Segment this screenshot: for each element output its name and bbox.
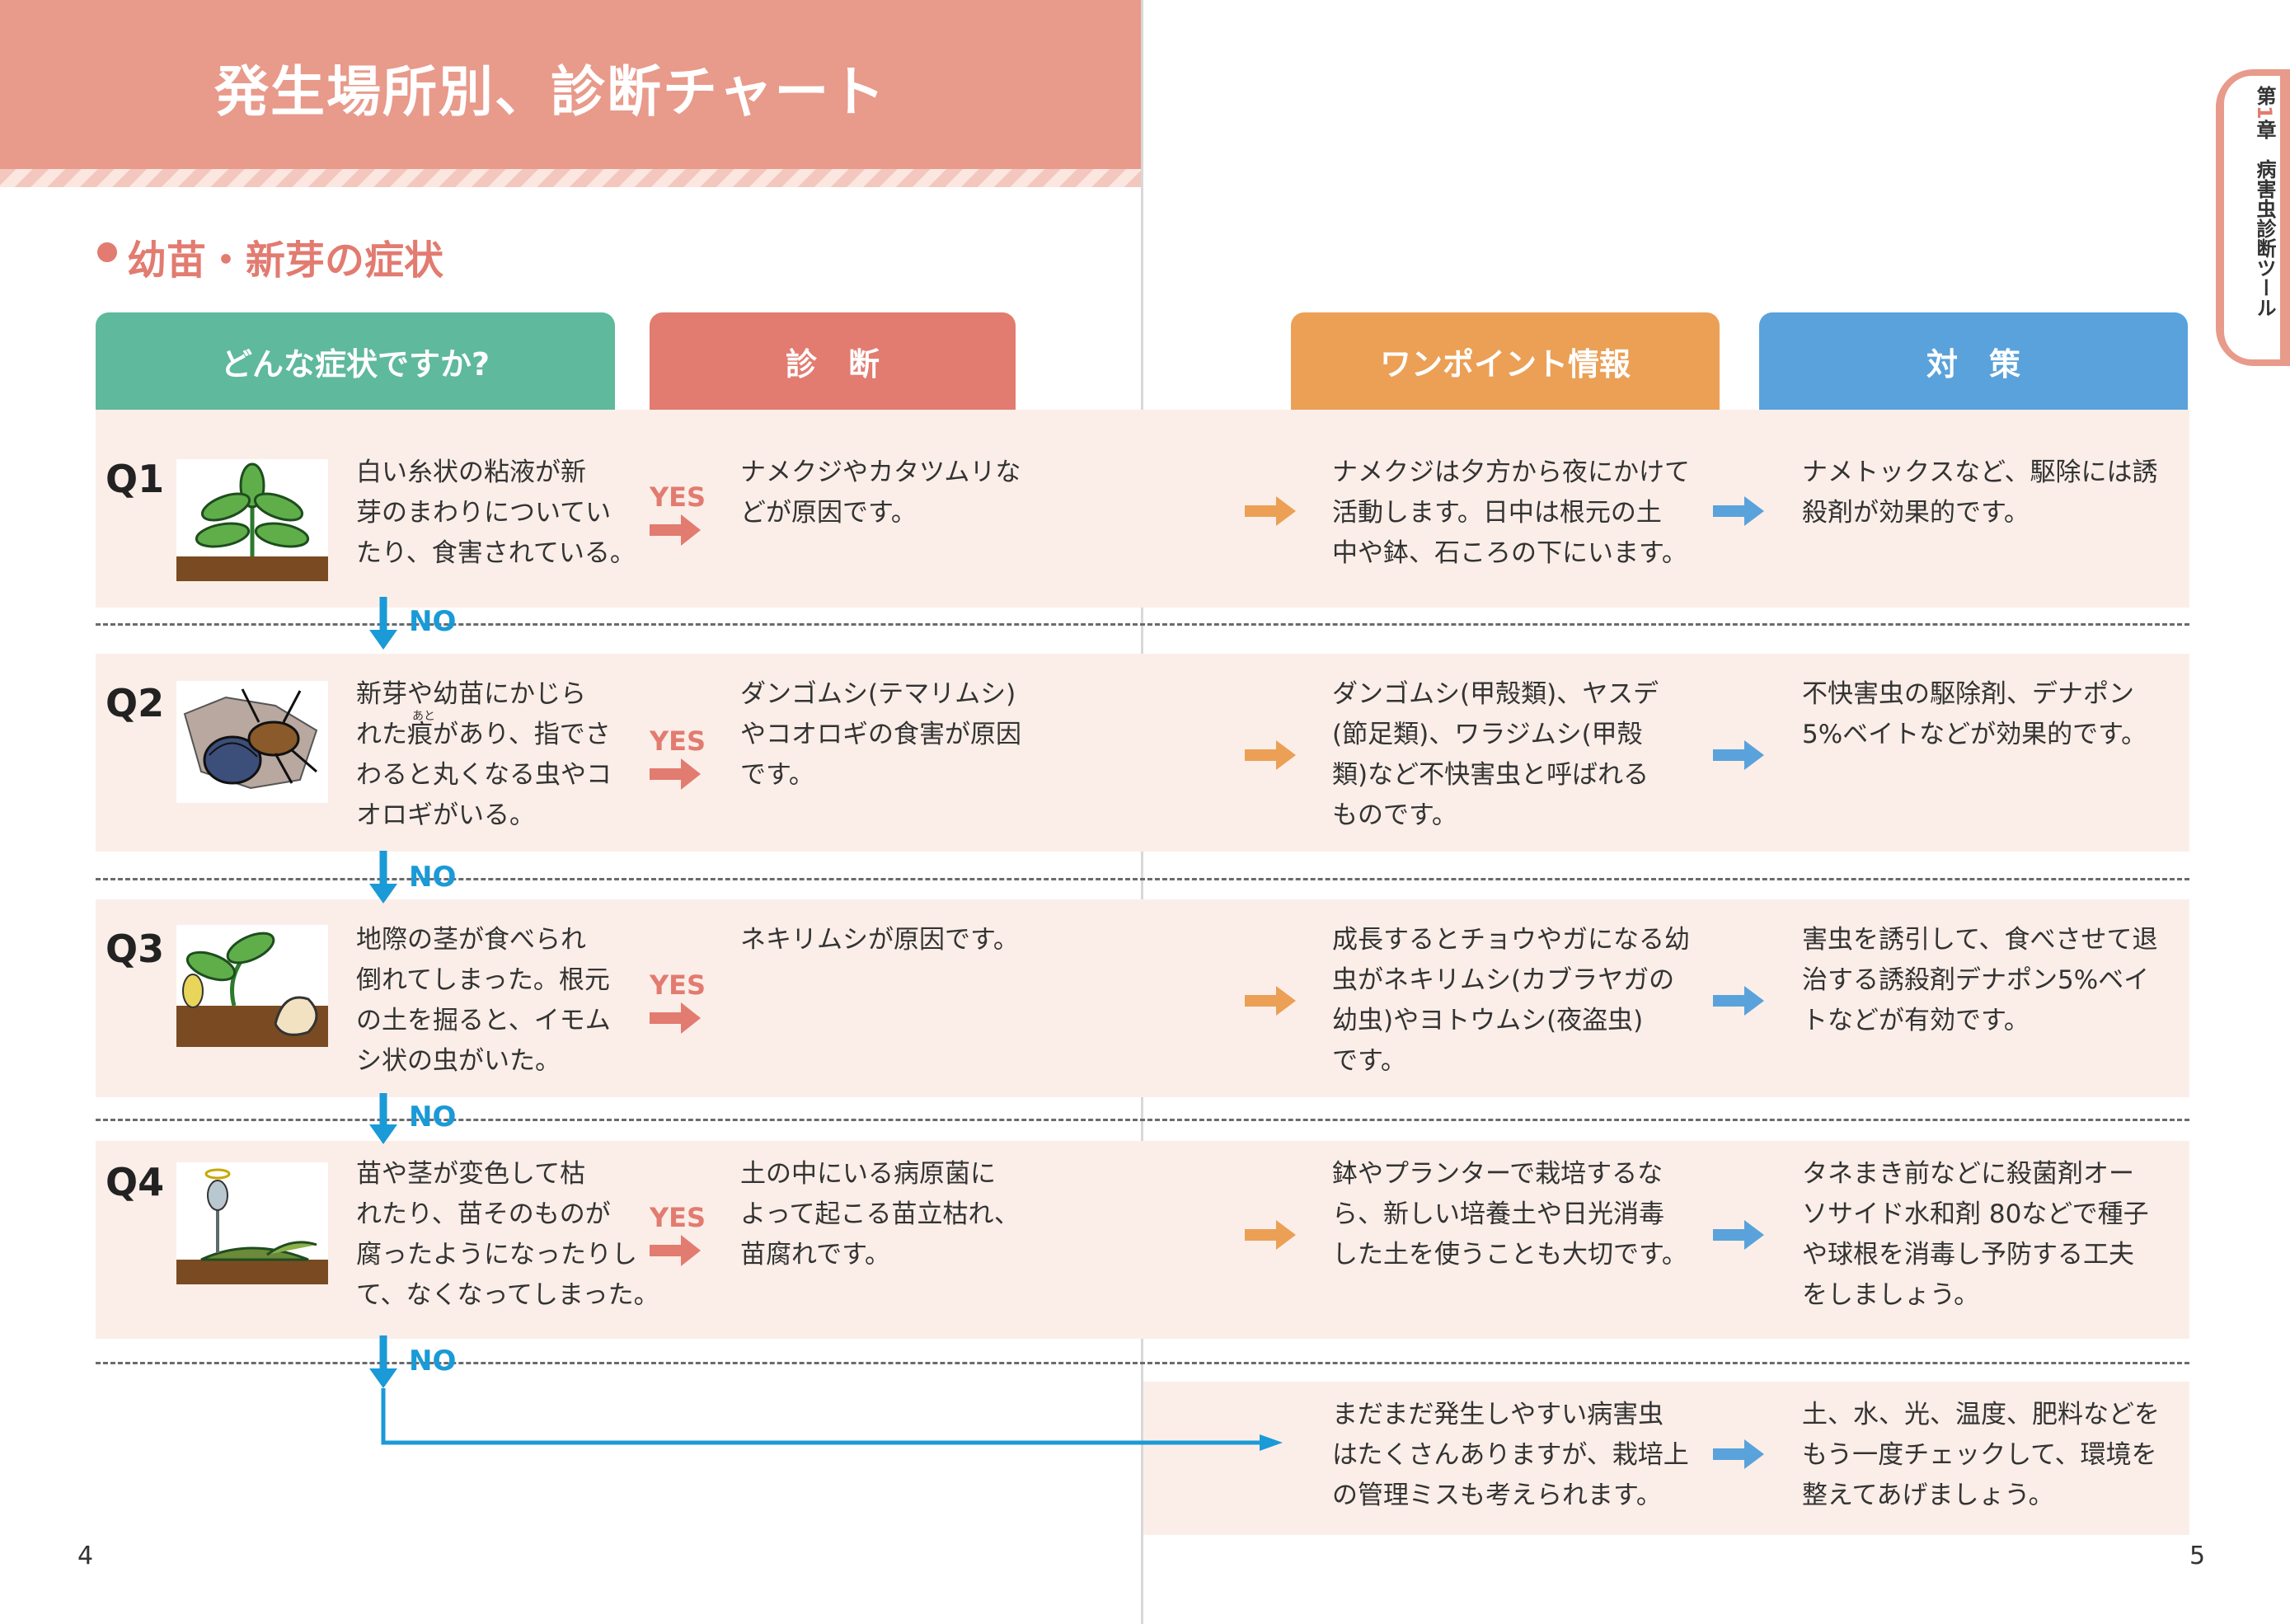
symptom-text-q3: 地際の茎が食べられ倒れてしまった。根元の土を掘ると、イモムシ状の虫がいた。 [356, 925, 611, 1076]
header-onepoint: ワンポイント情報 [1291, 312, 1720, 410]
section-title: 幼苗・新芽の症状 [127, 237, 444, 284]
divider [96, 623, 2189, 626]
yes-label: YES [650, 1202, 706, 1233]
orange-arrow-icon [1245, 496, 1296, 526]
diagnosis-text-q1: ナメクジやカタツムリなどが原因です。 [740, 458, 1021, 528]
onepoint-text-q2: ダンゴムシ(甲殻類)、ヤスデ(節足類)、ワラジムシ(甲殻類)など不快害虫と呼ばれ… [1332, 679, 1659, 830]
yes-arrow-icon [650, 758, 701, 790]
divider [96, 1362, 2189, 1364]
header-symptom: どんな症状ですか? [96, 312, 615, 410]
measure-text-q1: ナメトックスなど、駆除には誘殺剤が効果的です。 [1802, 458, 2158, 528]
diagnosis-text-q2: ダンゴムシ(テマリムシ)やコオロギの食害が原因です。 [740, 679, 1021, 790]
yes-label: YES [650, 481, 706, 513]
measure-text-q4: タネまき前などに殺菌剤オーソサイド水和剤 80などで種子や球根を消毒し予防する工… [1802, 1159, 2149, 1310]
blue-arrow-icon [1713, 496, 1764, 526]
chapter-tab-label: 第1章 病害虫診断ツール [2253, 86, 2276, 317]
onepoint-text-q1: ナメクジは夕方から夜にかけて活動します。日中は根元の土中や鉢、石ころの下にいます… [1332, 458, 1690, 568]
measure-text-q3: 害虫を誘引して、食べさせて退治する誘殺剤デナポン5%ベイトなどが有効です。 [1802, 925, 2158, 1035]
title-stripes [0, 169, 1141, 187]
blue-arrow-icon [1713, 1439, 1764, 1469]
yes-label: YES [650, 969, 706, 1001]
measure-text-final: 土、水、光、温度、肥料などをもう一度チェックして、環境を整えてあげましょう。 [1802, 1400, 2160, 1510]
row-q3 [96, 899, 2189, 1097]
row-final [1143, 1382, 2189, 1535]
page-title: 発生場所別、診断チャート [214, 60, 887, 124]
yes-label: YES [650, 725, 706, 757]
symptom-text-q1: 白い糸状の粘液が新芽のまわりについていたり、食害されている。 [356, 458, 636, 568]
no-label: NO [409, 1101, 457, 1134]
blue-arrow-icon [1713, 1220, 1764, 1250]
diagnosis-text-q3: ネキリムシが原因です。 [740, 925, 1019, 955]
orange-arrow-icon [1245, 740, 1296, 770]
diagnosis-text-q4: 土の中にいる病原菌によって起こる苗立枯れ、苗腐れです。 [740, 1159, 1020, 1270]
onepoint-text-final: まだまだ発生しやすい病害虫はたくさんありますが、栽培上の管理ミスも考えられます。 [1332, 1400, 1689, 1510]
row-q4 [96, 1141, 2189, 1339]
bullet-icon [97, 242, 117, 262]
row-q2 [96, 654, 2189, 852]
page-number-left: 4 [77, 1542, 94, 1570]
yes-arrow-icon [650, 1235, 701, 1266]
header-measure: 対 策 [1759, 312, 2188, 410]
orange-arrow-icon [1245, 986, 1296, 1016]
no-label: NO [409, 1345, 457, 1378]
onepoint-text-q3: 成長するとチョウやガになる幼虫がネキリムシ(カブラヤガの幼虫)やヨトウムシ(夜盗… [1332, 925, 1690, 1076]
divider [96, 1119, 2189, 1121]
header-diagnosis: 診 断 [650, 312, 1016, 410]
pillbug-cricket-illustration [176, 681, 328, 803]
orange-arrow-icon [1245, 1220, 1296, 1250]
page-number-right: 5 [2189, 1542, 2206, 1570]
damping-off-illustration [176, 1162, 328, 1284]
question-label-q3: Q3 [106, 927, 165, 971]
no-label: NO [409, 861, 457, 894]
title-banner [0, 0, 1141, 169]
yes-arrow-icon [650, 1002, 701, 1034]
divider [96, 878, 2189, 880]
seedling-slug-illustration [176, 459, 328, 581]
symptom-text-q4: 苗や茎が変色して枯れたり、苗そのものが腐ったようになったりして、なくなってしまっ… [356, 1159, 659, 1310]
blue-arrow-icon [1713, 986, 1764, 1016]
ruby-reading: あと [412, 710, 435, 723]
cutworm-illustration [176, 925, 328, 1047]
question-label-q4: Q4 [106, 1160, 165, 1204]
onepoint-text-q4: 鉢やプランターで栽培するなら、新しい培養土や日光消毒した土を使うことも大切です。 [1332, 1159, 1687, 1270]
yes-arrow-icon [650, 514, 701, 546]
question-label-q1: Q1 [106, 457, 165, 501]
symptom-text-q2: 新芽や幼苗にかじられた痕があり、指でさわると丸くなる虫やコオロギがいる。 [356, 679, 612, 830]
no-label: NO [409, 605, 457, 638]
question-label-q2: Q2 [106, 681, 165, 725]
row-q1 [96, 410, 2189, 608]
chapter-tab-inner [2224, 76, 2280, 359]
blue-arrow-icon [1713, 740, 1764, 770]
